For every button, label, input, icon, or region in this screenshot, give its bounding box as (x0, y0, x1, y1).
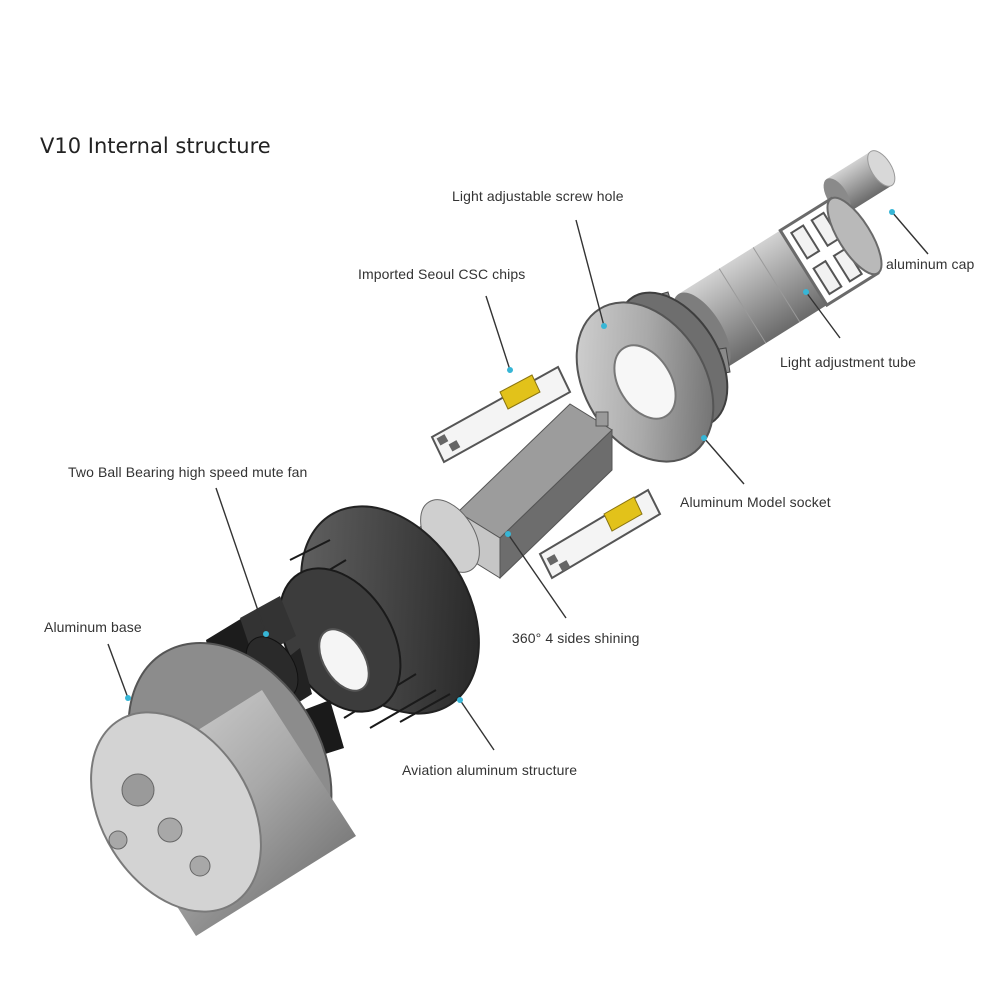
label-aluminum-cap: aluminum cap (886, 256, 975, 272)
diagram-title: V10 Internal structure (40, 134, 271, 158)
aluminum-model-socket-part (575, 291, 731, 463)
dot-adjustment-tube (803, 289, 809, 295)
leader-lines (107, 211, 929, 751)
aviation-aluminum-structure-part (278, 499, 480, 729)
leader-aviation-structure (459, 699, 495, 751)
label-model-socket: Aluminum Model socket (680, 494, 831, 510)
leader-adjustment-tube (805, 291, 841, 339)
leader-fan (215, 487, 267, 635)
label-fan: Two Ball Bearing high speed mute fan (68, 464, 308, 480)
leader-screw-hole (575, 219, 605, 327)
label-aluminum-base: Aluminum base (44, 619, 142, 635)
dot-sides-shining (505, 531, 511, 537)
leader-csc-chips (485, 295, 511, 371)
label-csc-chips: Imported Seoul CSC chips (358, 266, 526, 282)
dot-aluminum-base (125, 695, 131, 701)
leader-aluminum-cap (891, 211, 929, 255)
leader-model-socket (703, 437, 745, 485)
label-screw-hole: Light adjustable screw hole (452, 188, 624, 204)
label-adjustment-tube: Light adjustment tube (780, 354, 916, 370)
leader-aluminum-base (107, 643, 129, 699)
dot-aluminum-cap (889, 209, 895, 215)
aluminum-base-part (90, 641, 356, 936)
led-chip-board-lower (538, 488, 662, 580)
leader-dots (125, 209, 895, 703)
label-sides-shining: 360° 4 sides shining (512, 630, 640, 646)
label-aviation-structure: Aviation aluminum structure (402, 762, 578, 778)
dot-aviation-structure (457, 697, 463, 703)
leader-sides-shining (507, 533, 567, 619)
dot-csc-chips (507, 367, 513, 373)
led-chip-board-upper (430, 365, 572, 464)
dot-fan (263, 631, 269, 637)
dot-screw-hole (601, 323, 607, 329)
dot-model-socket (701, 435, 707, 441)
